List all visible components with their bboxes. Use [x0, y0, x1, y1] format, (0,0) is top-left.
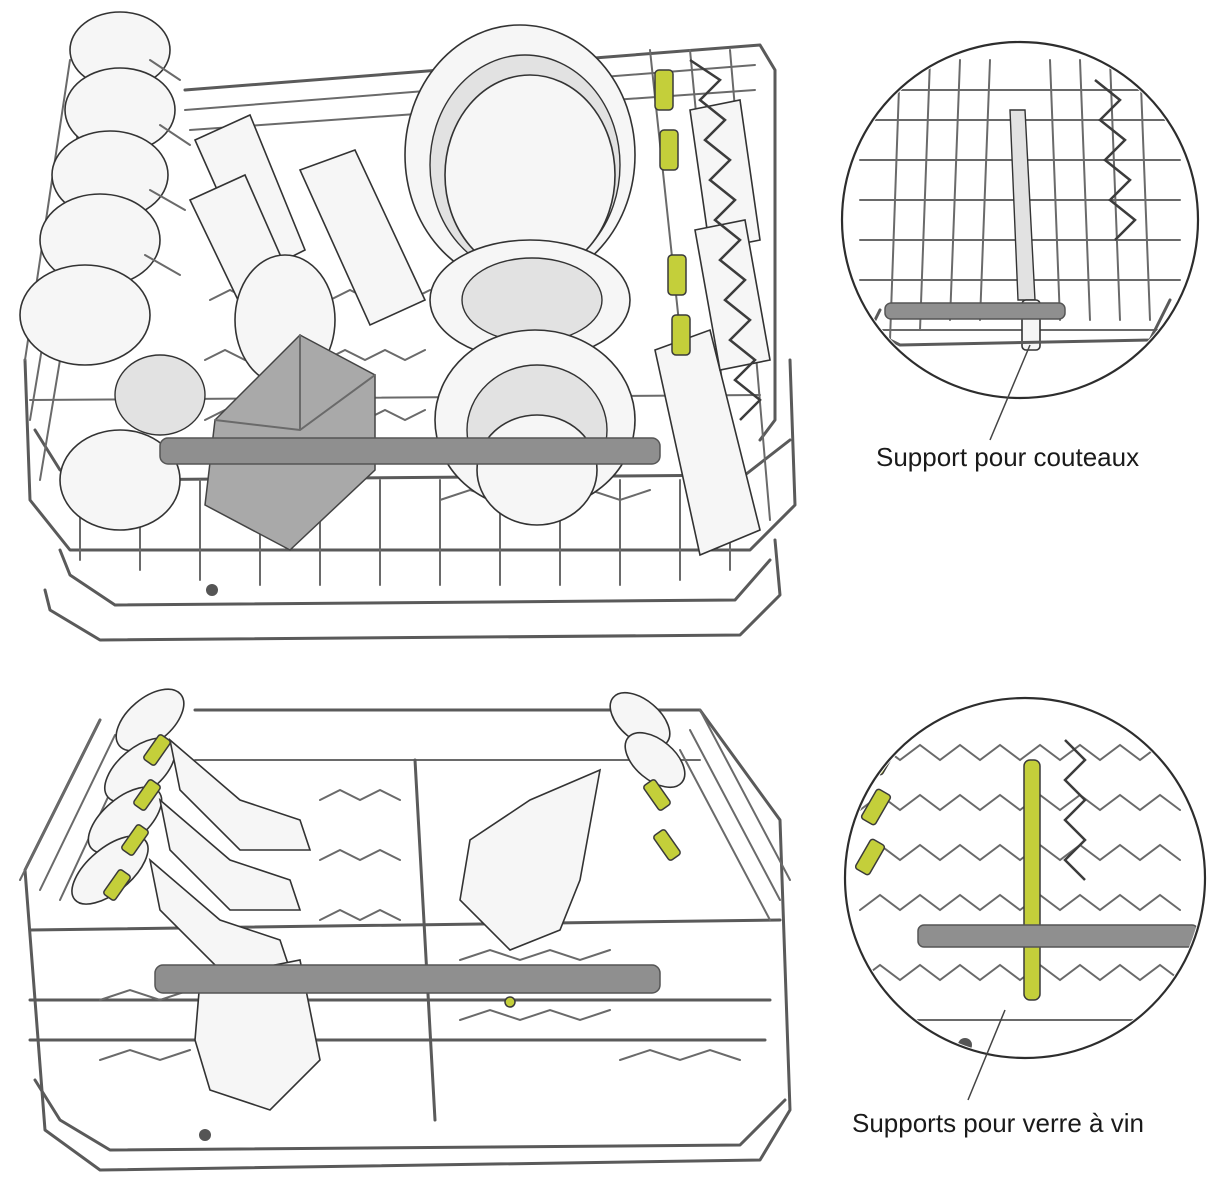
knife-support-label: Support pour couteaux: [876, 442, 1140, 472]
lower-handle-bar[interactable]: [154, 964, 661, 994]
wine-glass-support: [1023, 759, 1041, 1001]
wine-glass-right: [459, 691, 686, 951]
upper-basket-loaded: [19, 11, 797, 642]
detail-circle-knife-support: [840, 40, 1200, 441]
detail-circle-wine-supports: [843, 696, 1207, 1101]
lower-highlight-clips: [103, 734, 681, 1008]
glasses-center: [188, 113, 427, 386]
detail-lower-handle-bar: [917, 924, 1199, 948]
wine-supports-leader: [967, 1009, 1006, 1101]
upper-highlight-clips: [654, 69, 691, 356]
upper-handle-bar[interactable]: [159, 437, 661, 465]
knife-support-leader: [989, 344, 1031, 441]
wine-glass-supports-label: Supports pour verre à vin: [852, 1108, 1144, 1138]
wine-glasses-left: [71, 688, 321, 1111]
cups-left: [19, 11, 206, 531]
plates: [404, 24, 636, 526]
detail-handle-bar: [884, 302, 1066, 320]
lower-basket-wine-glasses: [19, 688, 792, 1172]
